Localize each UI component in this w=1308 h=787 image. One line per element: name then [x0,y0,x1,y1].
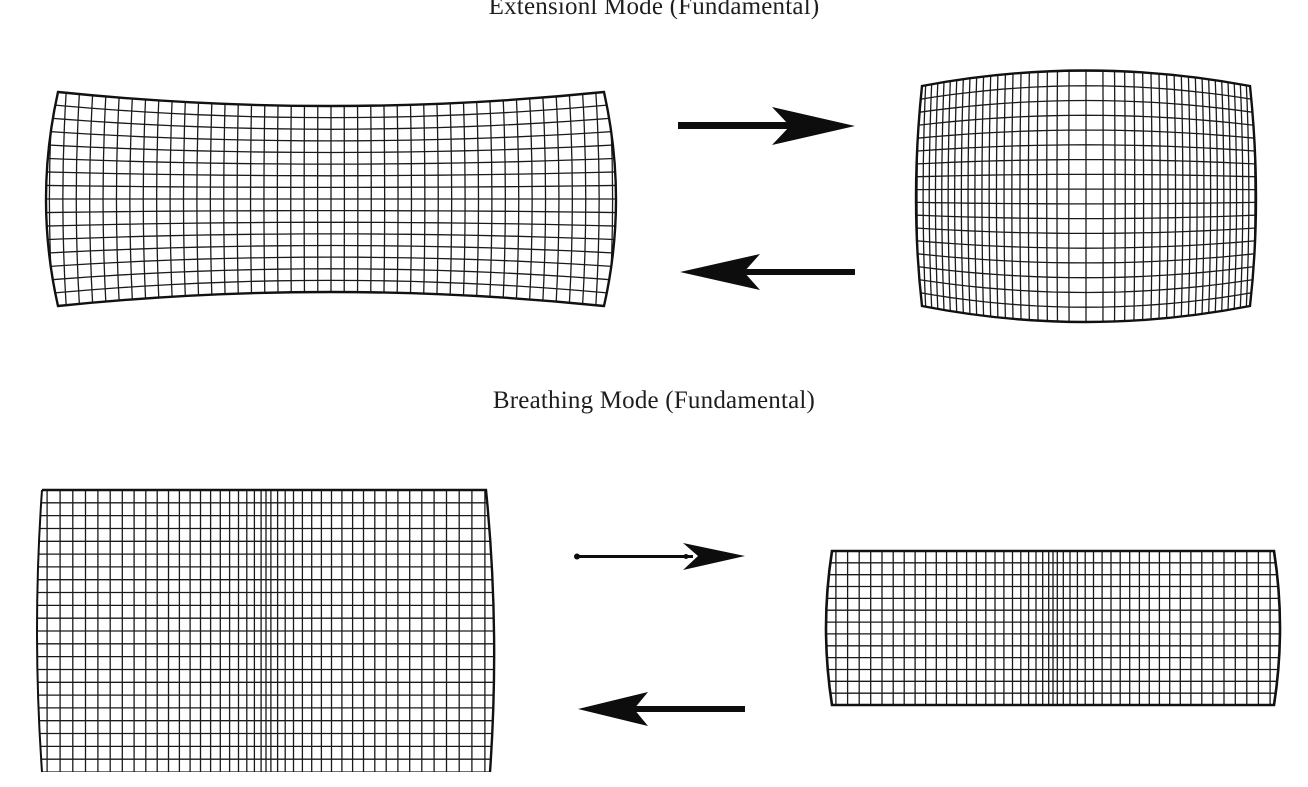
breathing-contracted-mesh [824,549,1282,707]
extensional-mode-title: Extensionl Mode (Fundamental) [488,0,820,20]
extensional-backward-arrow [680,254,855,290]
extensional-forward-arrow [678,107,855,145]
breathing-mode-title: Breathing Mode (Fundamental) [492,387,816,414]
breathing-expanded-mesh [36,488,496,773]
breathing-backward-arrow [578,692,745,726]
breathing-forward-arrow [574,543,745,570]
extensional-stretched-mesh [44,90,618,308]
extensional-compressed-mesh [914,69,1258,324]
